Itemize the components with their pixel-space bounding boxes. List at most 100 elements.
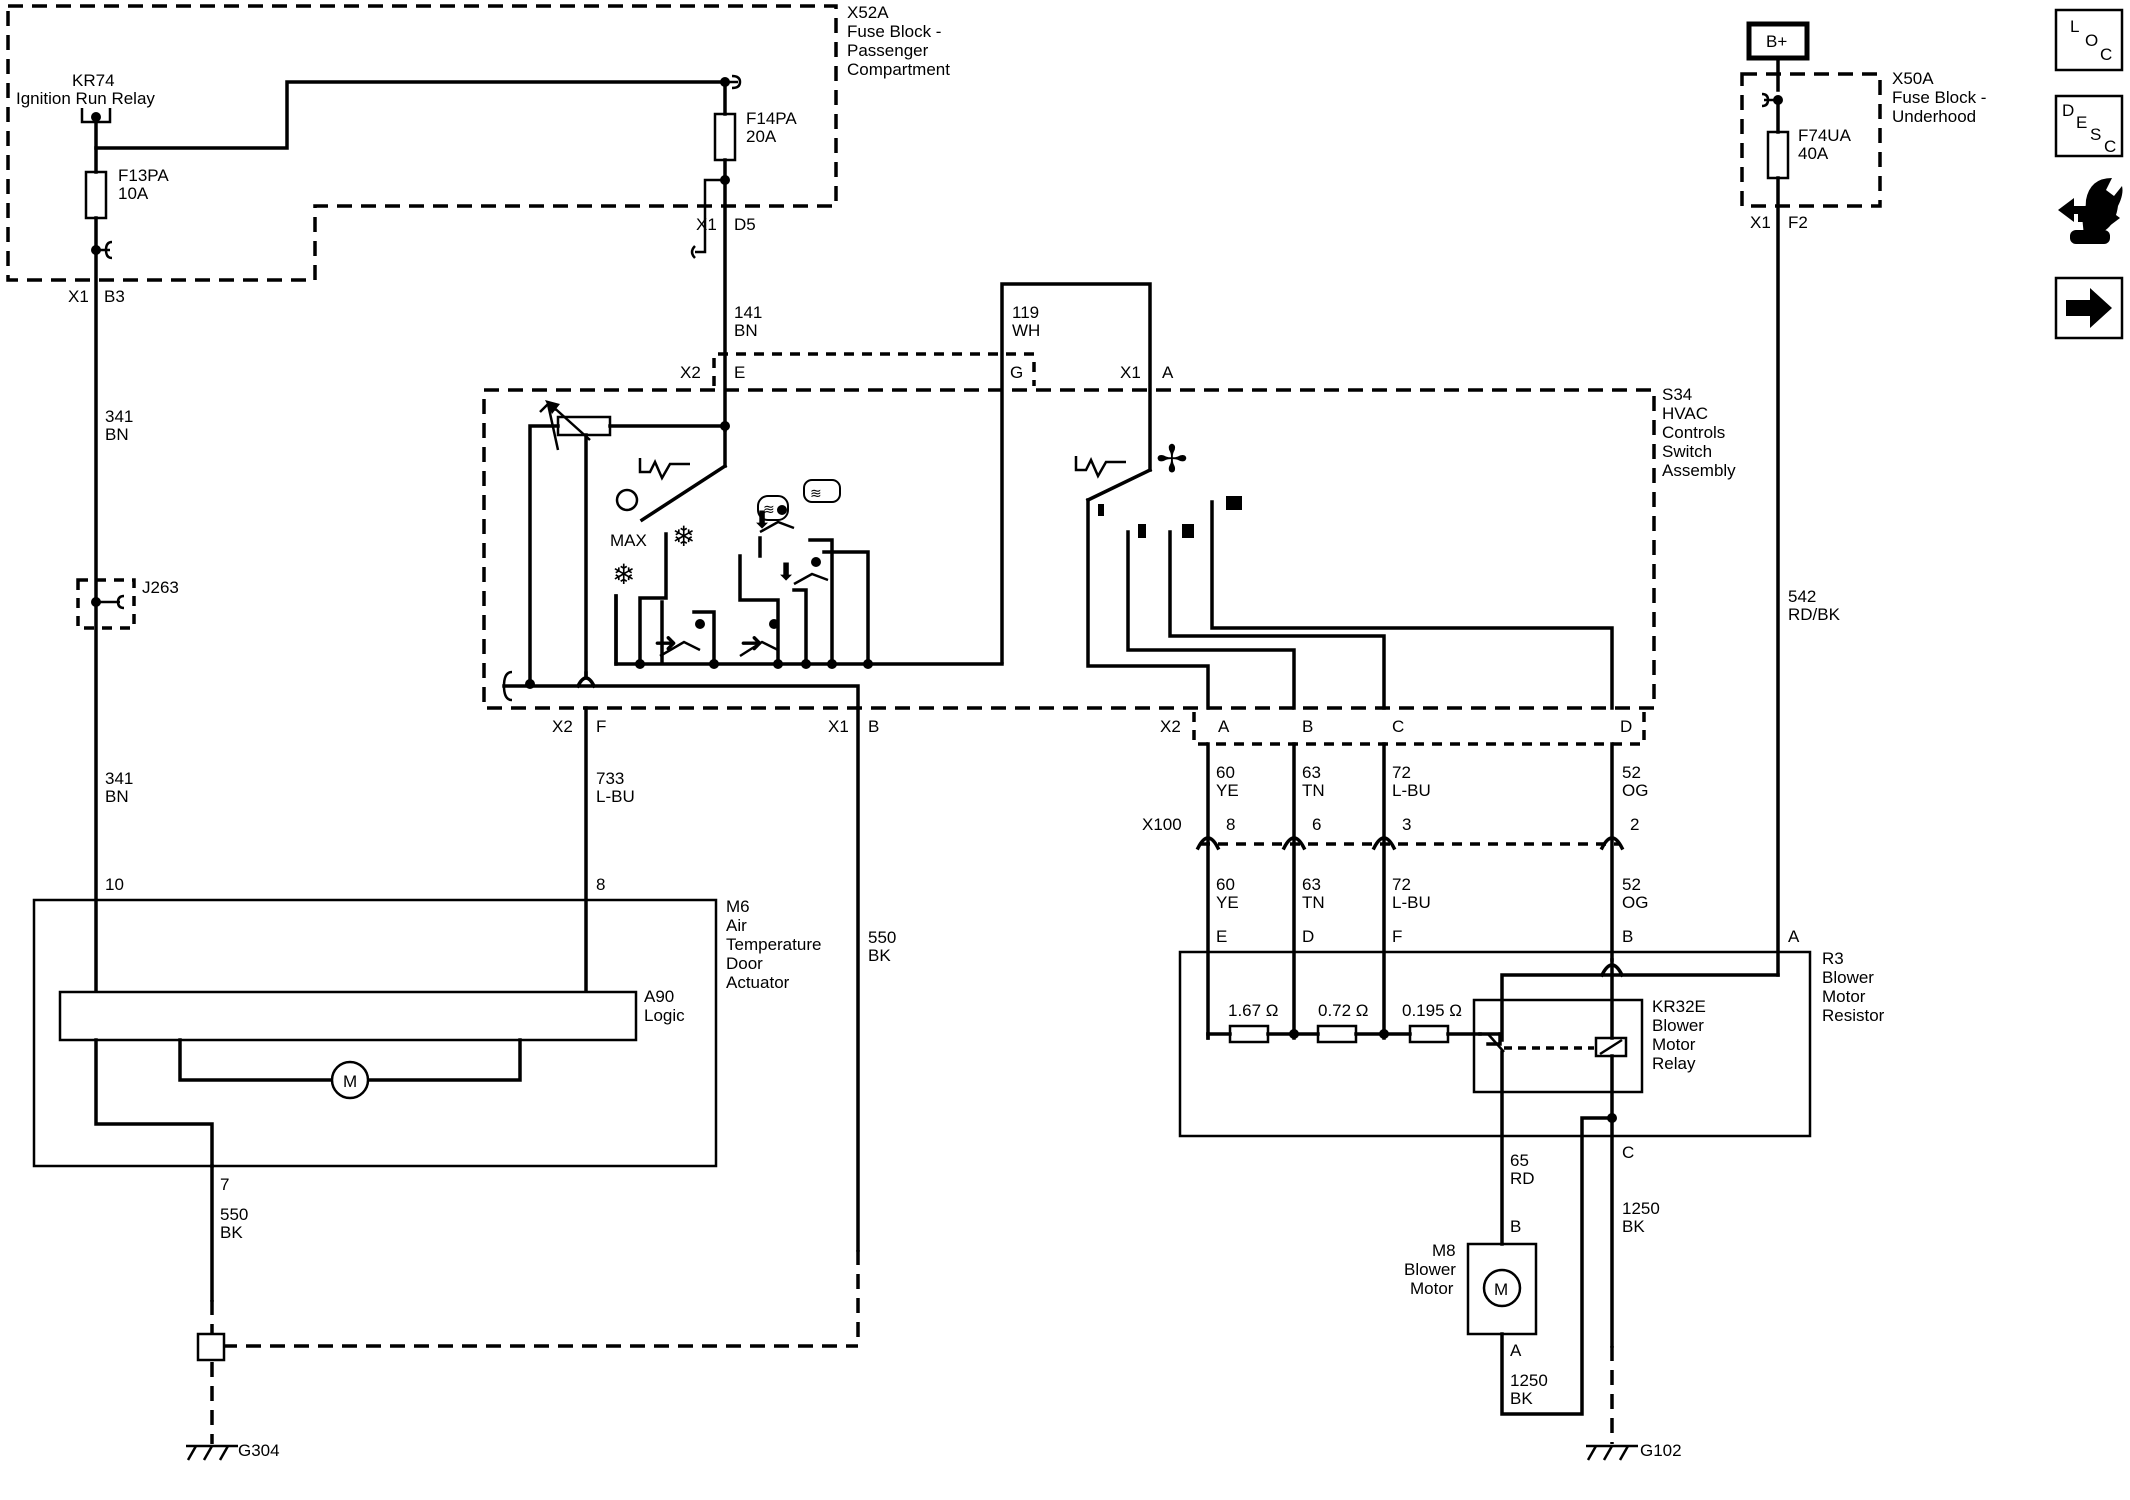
wire-733-label: 733 L-BU [596, 769, 635, 806]
svg-text:S: S [2090, 125, 2101, 144]
fuse-f13pa [84, 170, 108, 220]
svg-text:8: 8 [1226, 815, 1235, 834]
conn-x1-b3: X1 [68, 287, 89, 306]
conn-x100-label: X100 [1142, 815, 1182, 834]
svg-text:F: F [596, 717, 606, 736]
ground-g304-icon [186, 1444, 238, 1461]
fan-speed-3 [1182, 524, 1194, 538]
wire-1250-label: 1250 BK [1622, 1199, 1665, 1236]
svg-text:F2: F2 [1788, 213, 1808, 232]
actuator-m6 [32, 898, 718, 1168]
logic-a90 [58, 990, 638, 1042]
switch-actuator-symbol-left [638, 458, 690, 481]
resistor-1-value: 1.67 Ω [1228, 1001, 1279, 1020]
fuse-f74ua [1766, 130, 1790, 180]
svg-text:G: G [1010, 363, 1023, 382]
actuator-motor [330, 1060, 370, 1100]
conn-x1-d5: X1 [696, 215, 717, 234]
wire-65-label: 65 RD [1510, 1151, 1535, 1188]
off-position-circle [615, 488, 639, 512]
svg-text:3: 3 [1402, 815, 1411, 834]
fuse-block-passenger-outline [6, 4, 838, 282]
resistor-3-value: 0.195 Ω [1402, 1001, 1462, 1020]
pot-arrow [549, 403, 591, 441]
wire-550-right-label: 550 BK [868, 928, 901, 965]
svg-text:B3: B3 [104, 287, 125, 306]
seat-vent-icon-1: ➜ [654, 619, 705, 658]
ground-g304-label: G304 [238, 1441, 280, 1460]
next-arrow-icon[interactable] [2054, 276, 2124, 340]
conn-x2-f: X2 [552, 717, 573, 736]
conn-x1-b: X1 [828, 717, 849, 736]
svg-text:A: A [1162, 363, 1174, 382]
b-plus-label: B+ [1766, 32, 1787, 51]
wire-341-label-top: 341 BN [105, 407, 138, 444]
conn-x2-e: X2 [680, 363, 701, 382]
svg-text:2: 2 [1630, 815, 1639, 834]
blower-motor-m8-label: M8 Blower Motor [1404, 1241, 1461, 1298]
wire-550-left-label: 550 BK [220, 1205, 253, 1242]
connector-tool-icon[interactable] [2058, 178, 2123, 244]
svg-text:D: D [2062, 101, 2074, 120]
fan-speed-1 [1098, 504, 1104, 516]
pin-10: 10 [105, 875, 124, 894]
kr74-label: KR74 Ignition Run Relay [16, 71, 155, 108]
wire-341-label-bottom: 341 BN [105, 769, 138, 806]
resistor-3 [1408, 1024, 1450, 1044]
svg-text:F: F [1392, 927, 1402, 946]
svg-text:D5: D5 [734, 215, 756, 234]
wire-542-label: 542 RD/BK [1788, 587, 1841, 624]
ground-splice-box [196, 1332, 226, 1362]
relay-contact [1486, 1032, 1502, 1046]
fuse-block-passenger-label: X52A Fuse Block - Passenger Compartment [847, 3, 950, 79]
snowflake-max-icon: ❄ [612, 559, 635, 590]
svg-text:72L-BU: 72L-BU [1392, 763, 1431, 800]
svg-text:M: M [1494, 1280, 1508, 1299]
fuse-f14pa [713, 112, 737, 162]
svg-text:C: C [1392, 717, 1404, 736]
svg-text:B: B [868, 717, 879, 736]
mode-switch-blade [639, 463, 728, 523]
fuse-block-underhood-label: X50A Fuse Block - Underhood [1892, 69, 1991, 126]
svg-text:72L-BU: 72L-BU [1392, 875, 1431, 912]
wire-141-label: 141 BN [734, 303, 767, 340]
splice-j263 [76, 578, 136, 630]
ground-g102-label: G102 [1640, 1441, 1682, 1460]
conn-x2-abcd-box [1192, 712, 1646, 746]
svg-text:O: O [2085, 31, 2098, 50]
pin-7: 7 [220, 1175, 229, 1194]
seat-floor-icon-1: ⬇ [752, 505, 795, 534]
desc-icon[interactable]: D E S C [2054, 94, 2124, 158]
ground-g102-icon [1586, 1444, 1638, 1461]
seat-vent-icon-2: ➜ [739, 619, 779, 658]
svg-text:A: A [1788, 927, 1800, 946]
splice-j263-label: J263 [142, 578, 179, 597]
defrost-windshield-icon: ≋ [757, 495, 789, 521]
svg-text:C: C [2104, 137, 2116, 156]
svg-text:D: D [1302, 927, 1314, 946]
svg-text:❄: ❄ [612, 559, 635, 590]
svg-text:6: 6 [1312, 815, 1321, 834]
relay-kr32e-label: KR32E Blower Motor Relay [1652, 997, 1711, 1073]
svg-text:C: C [2100, 45, 2112, 64]
svg-text:⬇: ⬇ [776, 559, 796, 586]
loc-icon[interactable]: L O C [2054, 8, 2124, 72]
svg-text:✢: ✢ [1156, 439, 1188, 481]
wire-119-label: 119 WH [1012, 303, 1044, 340]
conn-x2-eg-box [712, 352, 1036, 386]
wire-119 [1000, 282, 1152, 664]
fuse-f74ua-label: F74UA 40A [1798, 126, 1855, 163]
fuse-f13pa-label: F13PA 10A [118, 166, 173, 203]
conn-x2-abcd: X2 [1160, 717, 1181, 736]
svg-text:D: D [1620, 717, 1632, 736]
svg-text:❄: ❄ [672, 521, 695, 552]
max-label: MAX [610, 531, 647, 550]
resistor-2-value: 0.72 Ω [1318, 1001, 1369, 1020]
actuator-motor-symbol: M [343, 1072, 357, 1091]
svg-text:≋: ≋ [810, 485, 822, 501]
